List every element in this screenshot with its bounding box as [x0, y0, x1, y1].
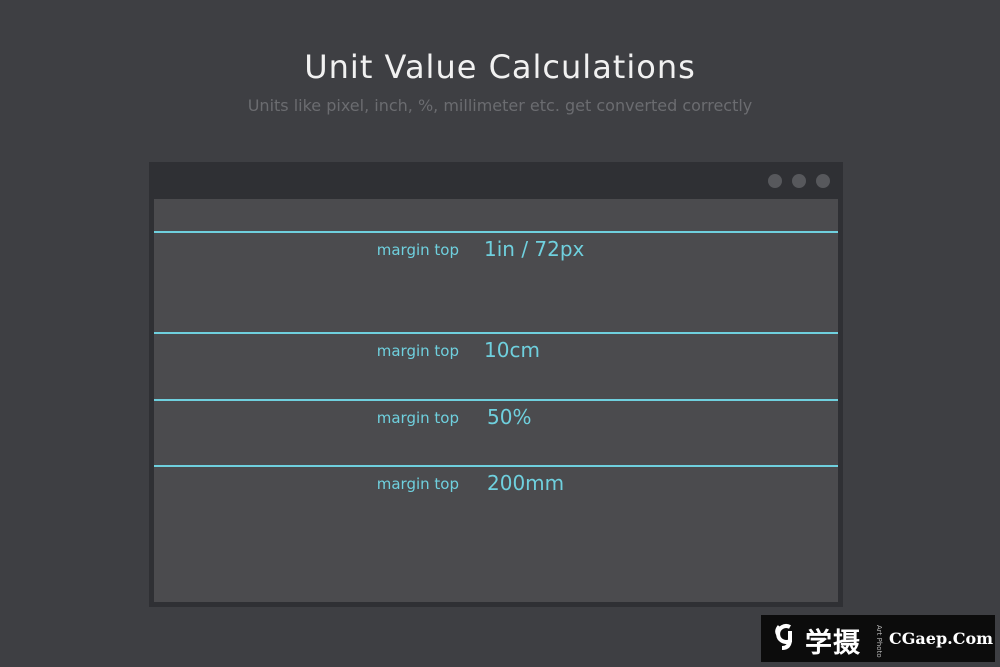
- window-control-dot-icon[interactable]: [768, 174, 782, 188]
- margin-value: 10cm: [484, 338, 540, 362]
- window-control-dot-icon[interactable]: [816, 174, 830, 188]
- watermark-brand-cn: 学摄: [805, 628, 861, 659]
- margin-guide-line: [154, 399, 838, 401]
- watermark-site: CGaep.Com: [889, 629, 994, 648]
- window-viewport: margin top 1in / 72px margin top 10cm ma…: [154, 199, 838, 602]
- page-subtitle: Units like pixel, inch, %, millimeter et…: [247, 96, 753, 115]
- window-control-dot-icon[interactable]: [792, 174, 806, 188]
- margin-label: margin top: [376, 342, 459, 360]
- margin-row: margin top 1in / 72px: [154, 237, 838, 267]
- margin-guide-line: [154, 465, 838, 467]
- watermark-brand-small: Art Photo: [875, 625, 883, 658]
- browser-window: margin top 1in / 72px margin top 10cm ma…: [149, 162, 843, 607]
- margin-label: margin top: [376, 475, 459, 493]
- margin-row: margin top 50%: [154, 405, 838, 435]
- margin-value: 200mm: [487, 471, 565, 495]
- watermark-badge: 学摄 Art Photo CGaep.Com: [761, 615, 995, 662]
- margin-value: 50%: [487, 405, 532, 429]
- margin-label: margin top: [376, 409, 459, 427]
- margin-guide-line: [154, 231, 838, 233]
- margin-value: 1in / 72px: [484, 237, 585, 261]
- margin-label: margin top: [376, 241, 459, 259]
- margin-row: margin top 200mm: [154, 471, 838, 501]
- margin-guide-line: [154, 332, 838, 334]
- window-titlebar: [149, 162, 843, 199]
- cg-logo-icon: [775, 624, 792, 650]
- page-title: Unit Value Calculations: [304, 48, 696, 86]
- margin-row: margin top 10cm: [154, 338, 838, 368]
